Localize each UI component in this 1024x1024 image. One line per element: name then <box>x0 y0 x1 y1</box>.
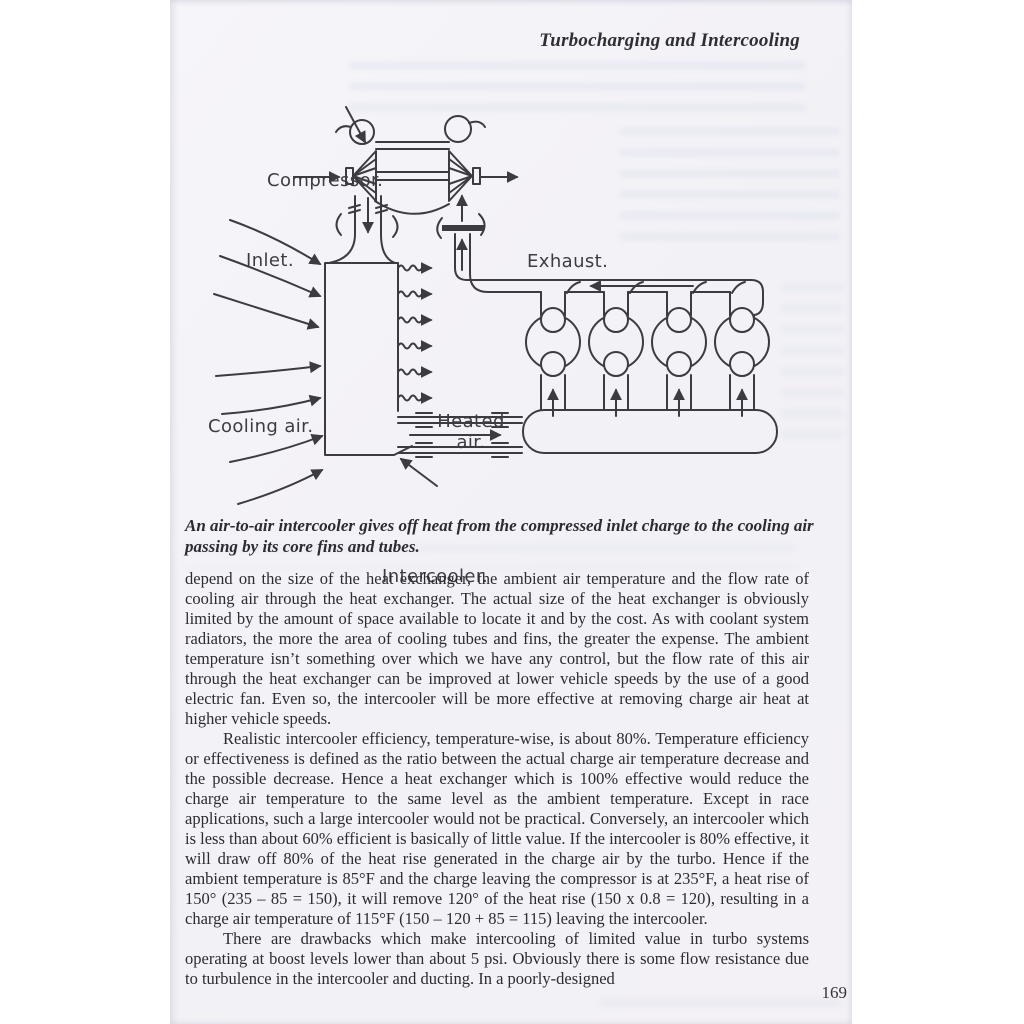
page-number: 169 <box>821 983 848 1002</box>
diagram-linework <box>213 106 778 505</box>
figure-caption: An air-to-air intercooler gives off heat… <box>185 516 814 556</box>
intercooler-label-pointer <box>399 457 438 487</box>
body-paragraph: There are drawbacks which make intercool… <box>185 929 809 988</box>
charge-air-duct <box>328 195 396 264</box>
engine-cylinders <box>522 307 778 454</box>
heated-air-arrows <box>397 262 433 404</box>
charge-pipe-to-engine <box>397 412 523 458</box>
heated-air-label: Heated air. <box>432 411 510 453</box>
exhaust-manifold <box>442 194 764 319</box>
inlet-label: Inlet. <box>246 250 294 271</box>
heated-air-label-line1: Heated <box>437 411 505 432</box>
bleedthrough-text-ghost <box>600 999 840 1019</box>
intercooler-label: Intercooler. <box>382 566 489 587</box>
turbocharger <box>335 115 486 239</box>
cooling-air-arrows <box>213 219 324 505</box>
running-header: Turbocharging and Intercooling <box>539 30 800 51</box>
intercooler-diagram: Compressor. Inlet. Exhaust. Cooling air.… <box>170 84 830 587</box>
compressor-label: Compressor. <box>267 170 384 191</box>
scanned-book-page: Turbocharging and Intercooling <box>170 0 852 1024</box>
body-text: depend on the size of the heat exchanger… <box>185 569 809 989</box>
compressor-label-pointer <box>345 106 366 144</box>
body-paragraph: Realistic intercooler efficiency, temper… <box>185 729 809 928</box>
heated-air-label-line2: air. <box>456 432 486 453</box>
body-paragraph: depend on the size of the heat exchanger… <box>185 569 809 728</box>
exhaust-label: Exhaust. <box>527 251 609 272</box>
intake-plenum <box>522 409 778 454</box>
cooling-air-label: Cooling air. <box>208 416 314 437</box>
